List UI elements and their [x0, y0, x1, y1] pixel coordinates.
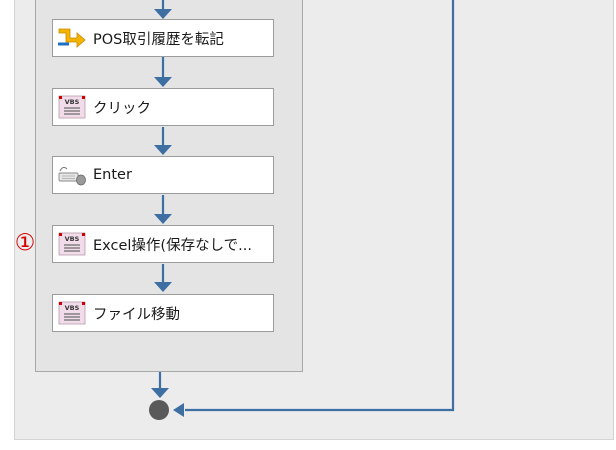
- loop-back-line: [185, 0, 455, 412]
- annotation-marker: ①: [14, 230, 36, 256]
- transfer-arrow-icon: [57, 25, 87, 51]
- keyboard-mouse-icon: [57, 162, 87, 188]
- end-node: [149, 400, 169, 420]
- connector-arrowhead: [154, 77, 172, 87]
- step-label: Excel操作(保存なしで...: [93, 237, 252, 254]
- flow-step-file-move[interactable]: VBS ファイル移動: [52, 294, 274, 332]
- vbs-badge-text: VBS: [65, 304, 80, 312]
- connector-arrowhead: [154, 214, 172, 224]
- flow-step-excel-operation[interactable]: VBS Excel操作(保存なしで...: [52, 225, 274, 263]
- vbs-badge-text: VBS: [65, 98, 80, 106]
- step-label: ファイル移動: [93, 306, 180, 323]
- connector-arrowhead: [151, 388, 169, 398]
- loop-back-arrowhead: [173, 403, 184, 417]
- connector-arrowhead: [154, 282, 172, 292]
- vbs-script-icon: VBS: [57, 300, 87, 326]
- flow-step-enter[interactable]: Enter: [52, 156, 274, 194]
- vbs-script-icon: VBS: [57, 231, 87, 257]
- step-label: POS取引履歴を転記: [93, 31, 224, 48]
- connector-arrowhead: [154, 145, 172, 155]
- step-label: Enter: [93, 167, 132, 183]
- flow-step-click[interactable]: VBS クリック: [52, 88, 274, 126]
- connector-arrowhead: [154, 9, 172, 19]
- step-label: クリック: [93, 100, 151, 117]
- flow-step-pos-transfer[interactable]: POS取引履歴を転記: [52, 19, 274, 57]
- vbs-badge-text: VBS: [65, 235, 80, 243]
- vbs-script-icon: VBS: [57, 94, 87, 120]
